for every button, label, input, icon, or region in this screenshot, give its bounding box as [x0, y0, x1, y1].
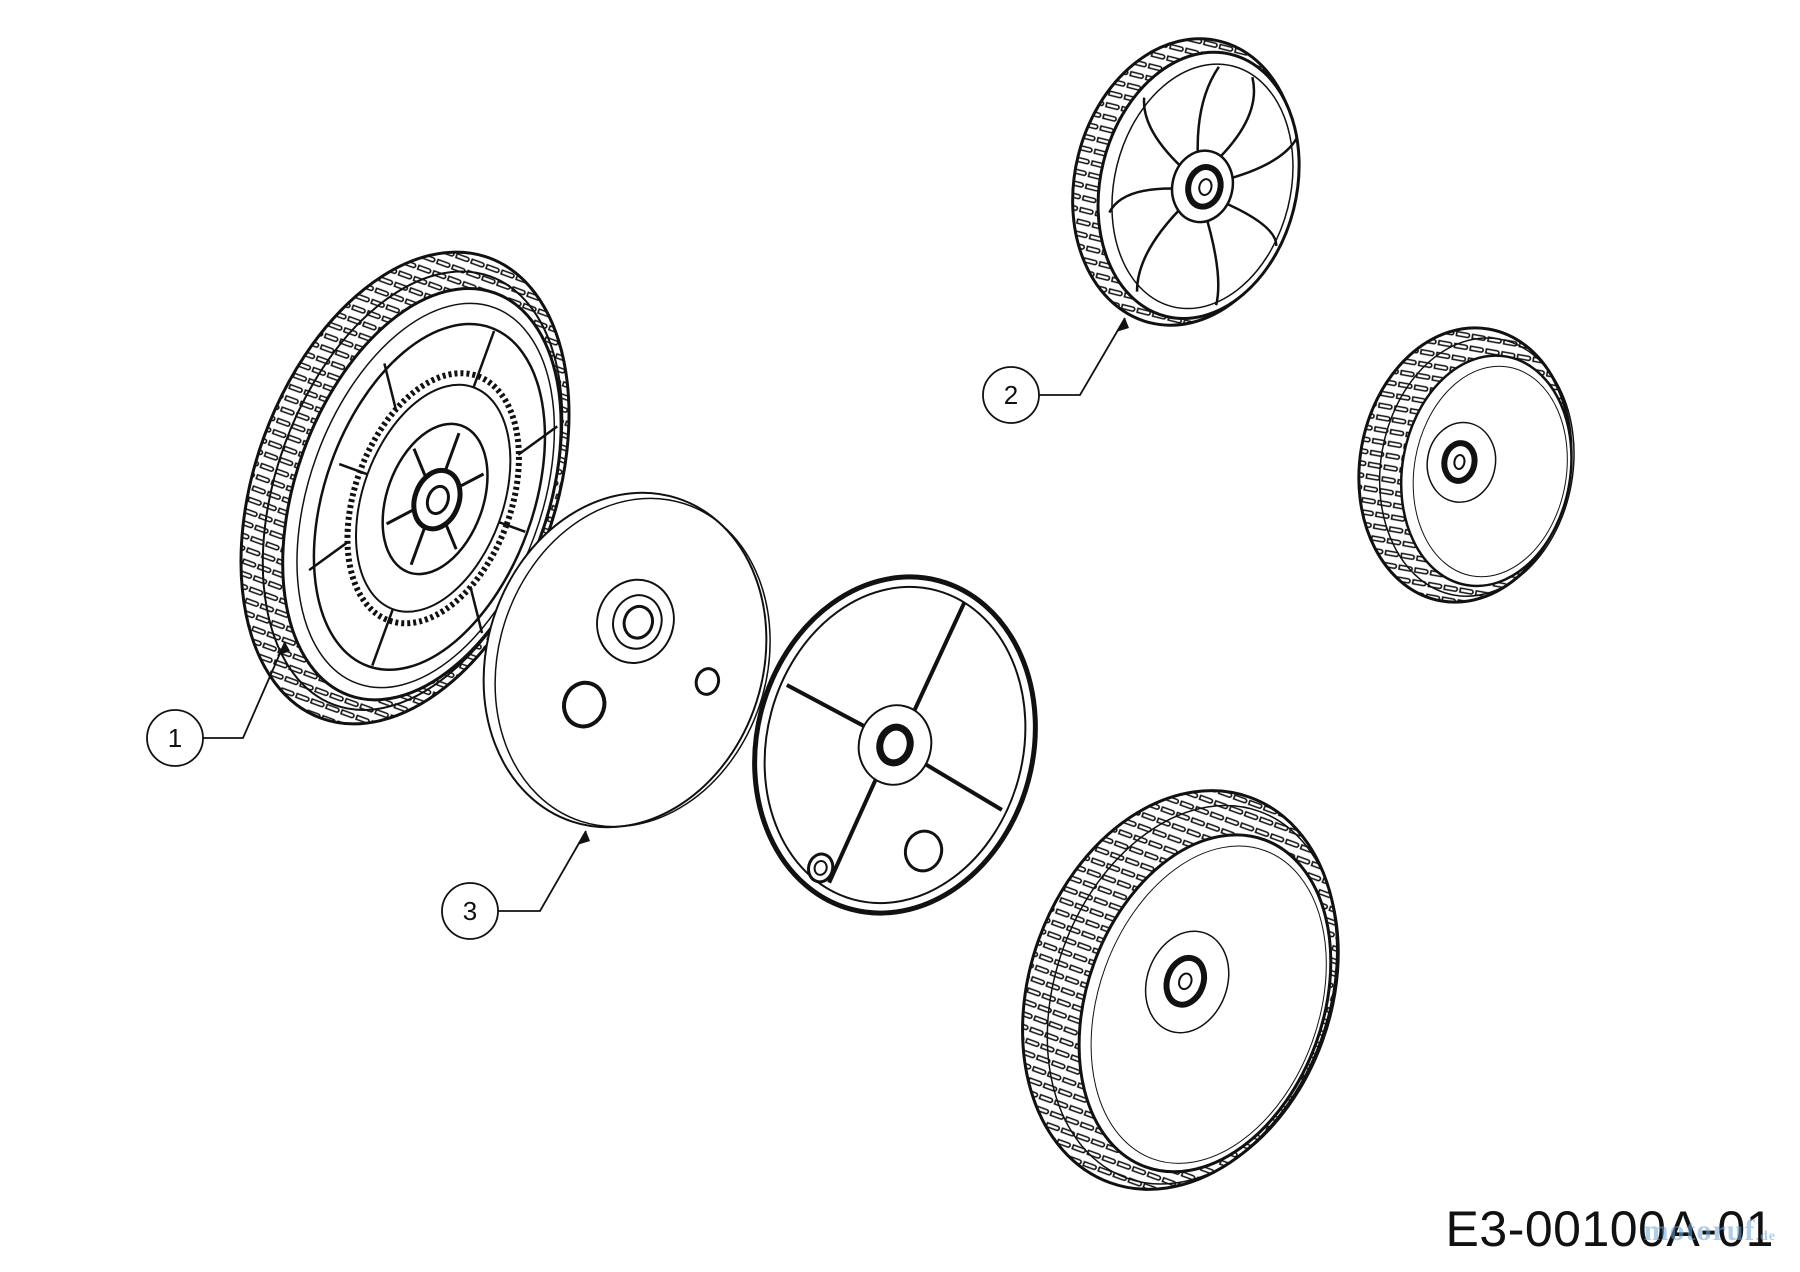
watermark-logo: motoruf.de [1644, 1214, 1776, 1248]
drive-wheel-part-1 [239, 250, 571, 726]
drawing-code: E3-00100A-01 [1445, 1201, 1774, 1257]
rear-wheel-right [1357, 326, 1575, 604]
front-wheel-part-2 [1071, 37, 1301, 327]
watermark-brand: motoruf [1643, 1214, 1756, 1247]
callout-1: 1 [146, 641, 290, 767]
callout-2: 2 [982, 317, 1129, 424]
inner-rim-disk [752, 574, 1038, 916]
callout-3: 3 [441, 830, 590, 940]
watermark-suffix: .de [1755, 1229, 1776, 1244]
wheel-cover-part-3 [482, 491, 771, 829]
callout-1-label: 1 [168, 723, 182, 753]
rear-wheel-bottom [1021, 789, 1340, 1191]
callout-3-label: 3 [463, 896, 477, 926]
callout-2-label: 2 [1004, 380, 1018, 410]
